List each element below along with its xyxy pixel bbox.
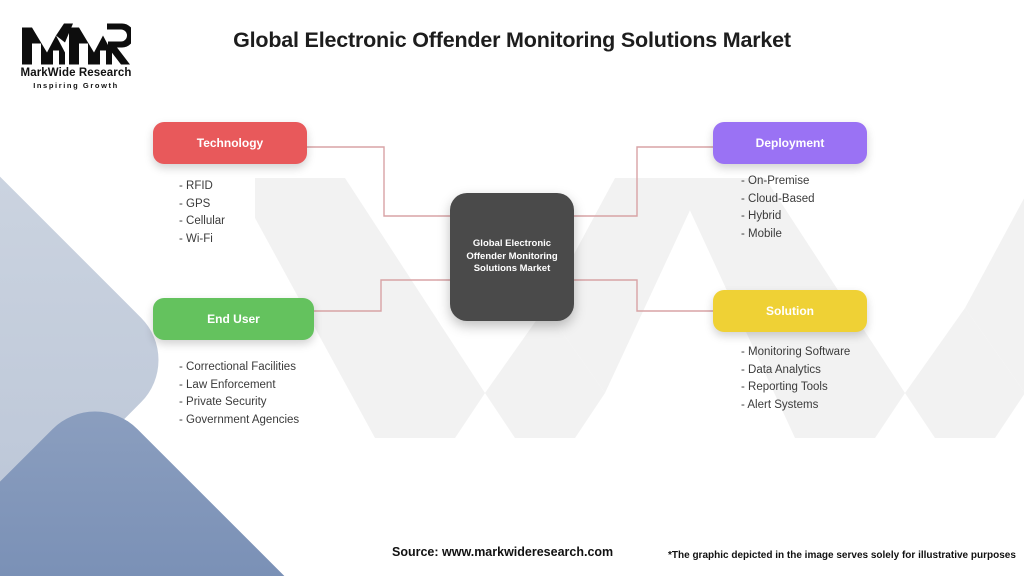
list-item: - Reporting Tools — [741, 381, 828, 394]
logo-tagline: Inspiring Growth — [33, 81, 119, 90]
node-end-user-label: End User — [207, 312, 260, 326]
connector-enduser — [314, 279, 452, 312]
connector-solution — [572, 279, 713, 312]
node-deployment-label: Deployment — [755, 136, 825, 150]
items-solution: - Monitoring Software - Data Analytics -… — [741, 344, 850, 414]
logo: MarkWide Research Inspiring Growth — [14, 22, 138, 90]
list-item: - Cloud-Based — [741, 192, 815, 205]
source-label: Source: www.markwideresearch.com — [392, 545, 614, 559]
node-deployment[interactable]: Deployment — [713, 122, 867, 164]
list-item: - GPS — [179, 197, 211, 210]
list-item: - RFID — [179, 180, 213, 192]
page-title: Global Electronic Offender Monitoring So… — [233, 28, 791, 52]
mwr-watermark — [255, 178, 1024, 438]
items-deployment: - On-Premise - Cloud-Based - Hybrid - Mo… — [741, 173, 815, 243]
list-item: - Correctional Facilities — [179, 361, 296, 373]
center-line-3: Solutions Market — [473, 263, 551, 275]
list-item: - Cellular — [179, 215, 226, 228]
logo-name: MarkWide Research — [20, 67, 132, 79]
node-technology-label: Technology — [196, 136, 264, 150]
list-item: - Private Security — [179, 396, 267, 409]
list-item: - Data Analytics — [741, 363, 821, 376]
list-item: - Wi-Fi — [179, 232, 213, 245]
node-solution[interactable]: Solution — [713, 290, 867, 332]
items-technology: - RFID - GPS - Cellular - Wi-Fi — [179, 178, 225, 248]
list-item: - Hybrid — [741, 210, 782, 223]
center-line-1: Global Electronic — [472, 237, 552, 249]
list-item: - Alert Systems — [741, 398, 819, 411]
list-item: - On-Premise — [741, 175, 810, 187]
list-item: - Monitoring Software — [741, 346, 851, 358]
items-end-user: - Correctional Facilities - Law Enforcem… — [179, 359, 299, 429]
mwr-logo-icon — [22, 23, 131, 65]
list-item: - Government Agencies — [179, 413, 300, 426]
center-line-2: Offender Monitoring — [466, 250, 558, 262]
node-center-market[interactable]: Global Electronic Offender Monitoring So… — [450, 193, 574, 321]
node-technology[interactable]: Technology — [153, 122, 307, 164]
node-end-user[interactable]: End User — [153, 298, 314, 340]
connector-deployment — [572, 146, 713, 217]
list-item: - Mobile — [741, 227, 782, 240]
connector-technology — [307, 146, 452, 217]
node-solution-label: Solution — [766, 304, 814, 318]
disclaimer-text: *The graphic depicted in the image serve… — [668, 550, 1016, 561]
list-item: - Law Enforcement — [179, 378, 276, 391]
